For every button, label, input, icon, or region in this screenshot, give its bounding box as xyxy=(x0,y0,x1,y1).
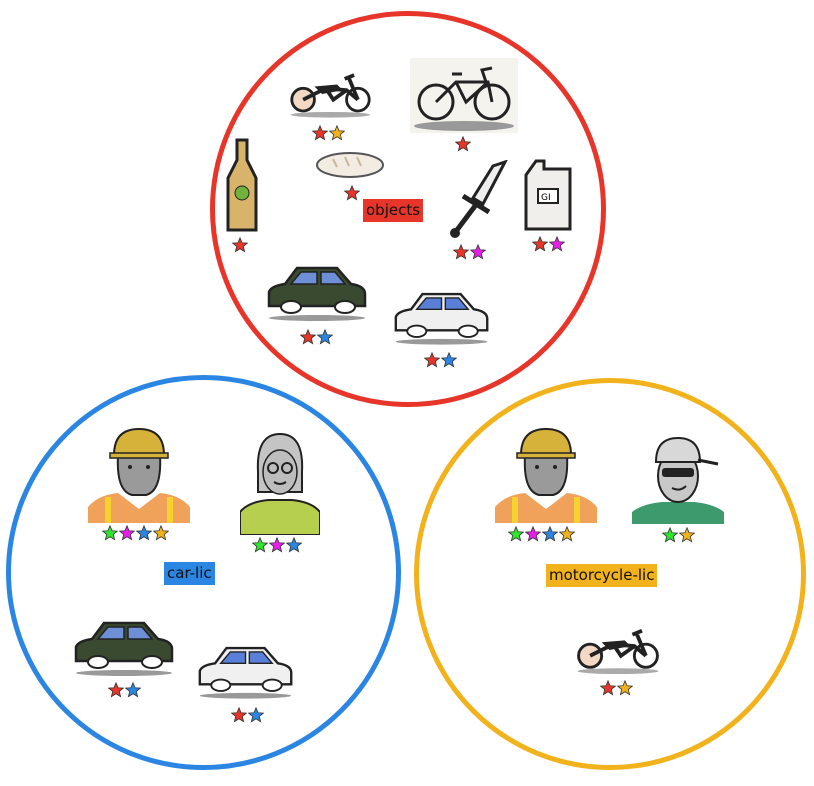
red-star-icon xyxy=(107,681,125,702)
blue-star-icon xyxy=(316,328,334,349)
orange-star-icon xyxy=(558,525,576,546)
red-star-icon xyxy=(343,184,361,205)
orange-star-icon xyxy=(152,524,170,545)
orange-star-icon xyxy=(678,526,696,547)
blue-car-icon xyxy=(196,640,296,700)
red-star-icon xyxy=(311,124,329,145)
magenta-star-icon xyxy=(524,525,542,546)
red-star-icon xyxy=(454,135,472,156)
green-star-icon xyxy=(507,525,525,546)
star-rating xyxy=(599,679,634,700)
star-rating xyxy=(661,526,696,547)
blue-star-icon xyxy=(247,706,265,727)
star-rating xyxy=(107,681,142,702)
star-rating xyxy=(423,351,458,372)
blue-star-icon xyxy=(124,681,142,702)
green-star-icon xyxy=(101,524,119,545)
motorcycle-icon xyxy=(572,625,664,675)
star-rating xyxy=(230,706,265,727)
construction-worker-icon xyxy=(88,425,190,523)
sword-icon xyxy=(445,160,510,240)
blue-star-icon xyxy=(285,536,303,557)
star-rating xyxy=(231,236,249,257)
red-star-icon xyxy=(423,351,441,372)
magenta-star-icon xyxy=(268,536,286,557)
circle-motorcycle-lic xyxy=(414,378,806,770)
red-star-icon xyxy=(452,243,470,264)
bottle-icon xyxy=(224,138,260,233)
red-star-icon xyxy=(299,328,317,349)
bread-icon xyxy=(315,150,385,180)
star-rating xyxy=(343,184,361,205)
motorcycle-icon xyxy=(288,68,373,120)
circle-objects xyxy=(210,11,606,407)
circle-car-lic xyxy=(6,375,401,770)
bicycle-icon xyxy=(410,58,518,133)
group-label-objects: objects xyxy=(363,199,424,222)
red-star-icon xyxy=(231,236,249,257)
blue-star-icon xyxy=(541,525,559,546)
star-rating xyxy=(454,135,472,156)
star-rating xyxy=(311,124,346,145)
young-man-cap-icon xyxy=(632,432,724,524)
dark-car-icon xyxy=(72,615,177,677)
magenta-star-icon xyxy=(118,524,136,545)
red-star-icon xyxy=(599,679,617,700)
star-rating xyxy=(531,235,566,256)
group-label-motorcycle-lic: motorcycle-lic xyxy=(546,564,658,587)
magenta-star-icon xyxy=(469,243,487,264)
magenta-star-icon xyxy=(548,235,566,256)
star-rating xyxy=(507,525,576,546)
green-star-icon xyxy=(251,536,269,557)
red-star-icon xyxy=(230,706,248,727)
star-rating xyxy=(299,328,334,349)
orange-star-icon xyxy=(616,679,634,700)
dark-car-icon xyxy=(265,260,370,322)
svg-text:GI: GI xyxy=(541,193,551,203)
blue-star-icon xyxy=(135,524,153,545)
group-label-car-lic: car-lic xyxy=(164,562,215,585)
blue-star-icon xyxy=(440,351,458,372)
orange-star-icon xyxy=(328,124,346,145)
jerrycan-icon: GI xyxy=(522,155,574,233)
star-rating xyxy=(251,536,303,557)
blue-car-icon xyxy=(392,286,492,346)
star-rating xyxy=(452,243,487,264)
woman-glasses-icon xyxy=(240,432,320,535)
construction-worker-icon xyxy=(495,425,597,523)
red-star-icon xyxy=(531,235,549,256)
green-star-icon xyxy=(661,526,679,547)
star-rating xyxy=(101,524,170,545)
